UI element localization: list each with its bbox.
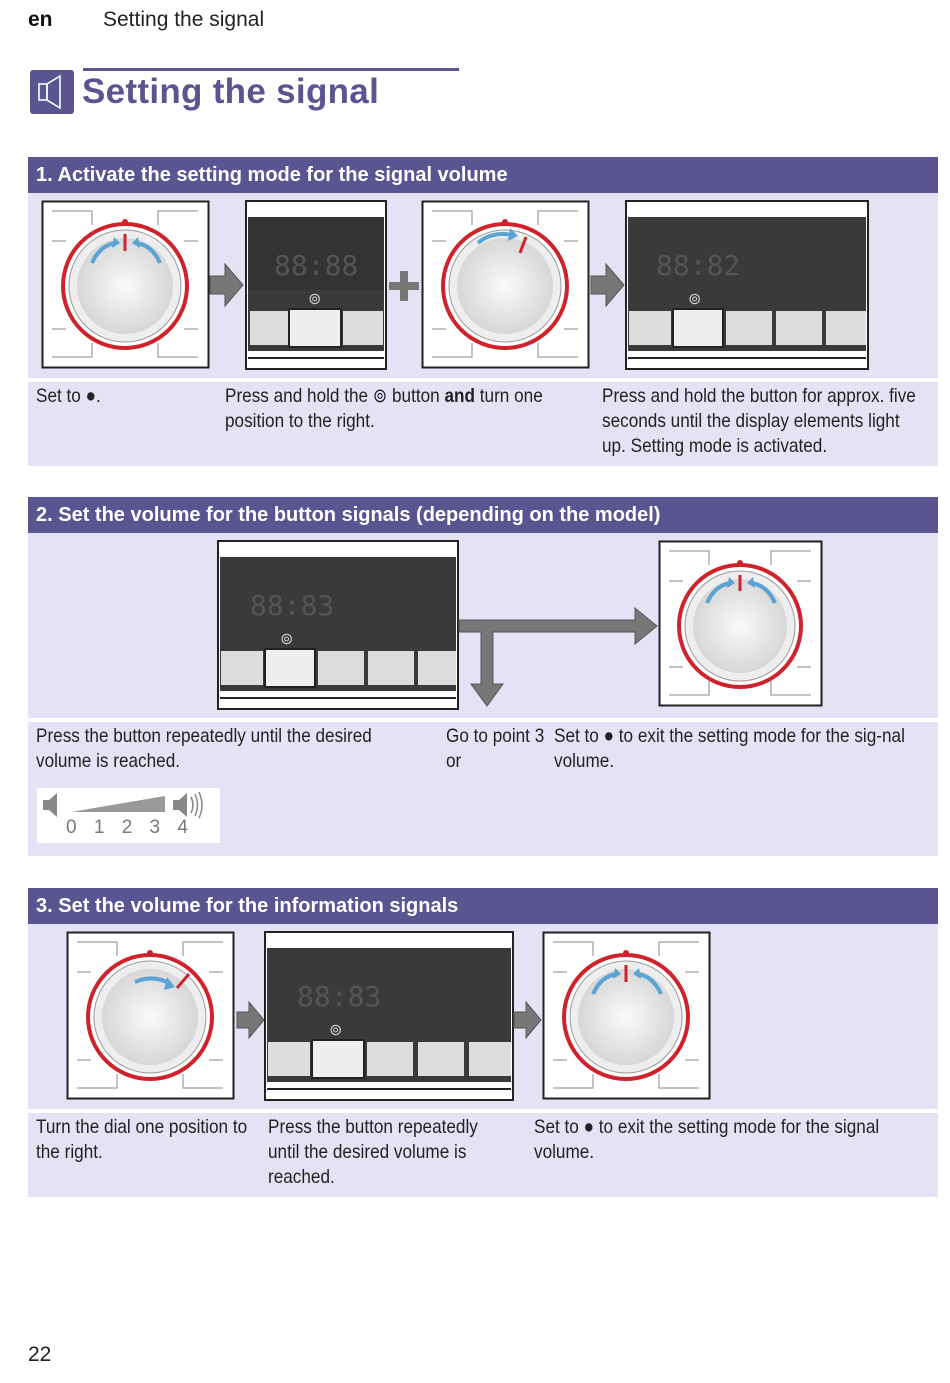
plus-icon (389, 271, 419, 301)
display-digits: 88:88 (274, 249, 358, 282)
section-2-heading: 2. Set the volume for the button signals… (28, 497, 938, 533)
caption-2-1: Press the button repeatedly until the de… (36, 725, 372, 772)
arrow-right-icon (513, 1000, 542, 1040)
caption-3-1: Turn the dial one position to the right. (36, 1116, 248, 1163)
speaker-icon (30, 70, 74, 114)
caption-1-2: Press and hold the ⊚ button and turn one… (225, 385, 543, 432)
svg-text:⊚: ⊚ (308, 289, 321, 308)
display-panel-3: 88:83 ⊚ (217, 540, 459, 710)
page-title: Setting the signal (82, 72, 380, 111)
page-number: 22 (28, 1343, 52, 1366)
svg-text:⊚: ⊚ (688, 289, 701, 308)
arrow-right-icon (209, 262, 244, 308)
branch-arrow-icon (458, 606, 658, 707)
caption-2-3: Set to ● to exit the setting mode for th… (554, 725, 905, 772)
running-title: Setting the signal (103, 8, 265, 31)
caption-2-2: Go to point 3 or (446, 725, 545, 772)
dial-figure-4 (66, 931, 235, 1100)
svg-text:0 1 2 3 4: 0 1 2 3 4 (66, 817, 194, 838)
title-rule (83, 68, 459, 71)
section-1-heading: 1. Activate the setting mode for the sig… (28, 157, 938, 193)
svg-text:⊚: ⊚ (329, 1020, 342, 1039)
dial-figure-2 (421, 200, 590, 369)
display-digits: 88:83 (250, 589, 334, 622)
dial-figure-5 (542, 931, 711, 1100)
caption-3-2: Press the button repeatedly until the de… (268, 1116, 478, 1188)
svg-text:⊚: ⊚ (280, 629, 293, 648)
spiral-icon: ⊚ (372, 385, 388, 407)
section-3-heading: 3. Set the volume for the information si… (28, 888, 938, 924)
dial-figure-1 (41, 200, 210, 369)
language-code: en (28, 8, 53, 31)
dial-figure-3 (658, 540, 823, 707)
volume-scale: 0 1 2 3 4 (37, 788, 220, 843)
caption-1-3: Press and hold the button for approx. fi… (602, 385, 916, 457)
display-panel-2: 88:82 ⊚ (625, 200, 869, 370)
arrow-right-icon (590, 262, 625, 308)
display-panel-4: 88:83 ⊚ (264, 931, 514, 1101)
arrow-right-icon (236, 1000, 265, 1040)
display-digits: 88:82 (656, 249, 740, 282)
caption-1-1: Set to ●. (36, 385, 101, 407)
caption-3-3: Set to ● to exit the setting mode for th… (534, 1116, 880, 1163)
display-digits: 88:83 (297, 980, 381, 1013)
display-panel-1: 88:88 ⊚ (245, 200, 387, 370)
